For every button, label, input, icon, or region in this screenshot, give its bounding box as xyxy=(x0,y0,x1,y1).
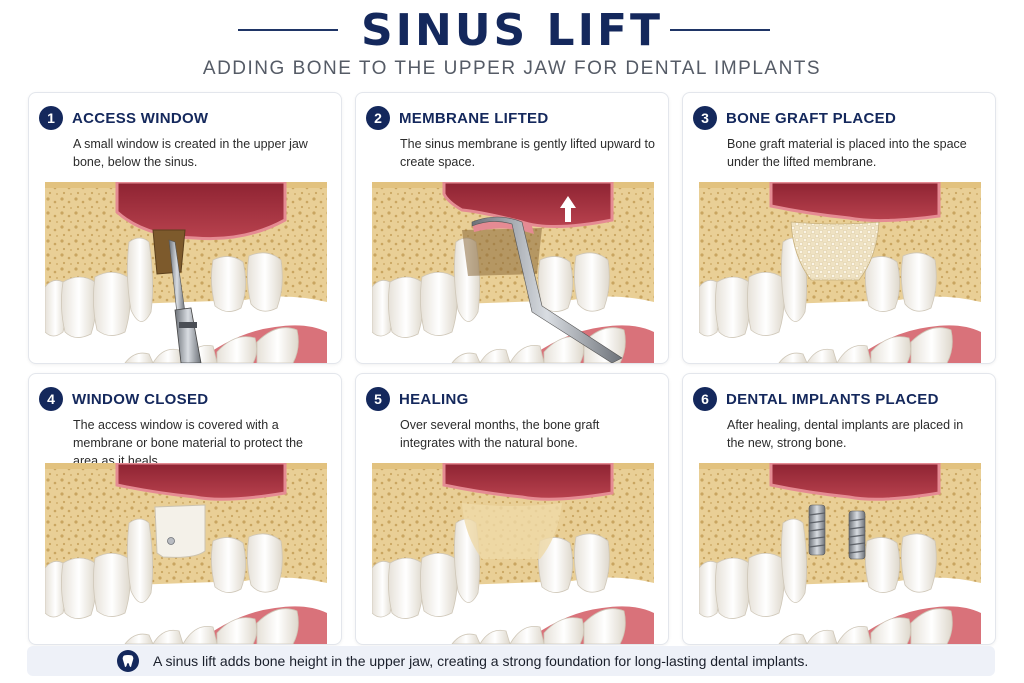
step-title: BONE GRAFT PLACED xyxy=(726,109,897,127)
bone-graft-illustration xyxy=(699,182,981,363)
step-panel-2: 2 MEMBRANE LIFTED The sinus membrane is … xyxy=(355,92,669,364)
title-divider-right xyxy=(670,29,770,31)
implants-placed-illustration xyxy=(699,463,981,644)
step-description: Over several months, the bone graft inte… xyxy=(400,418,600,450)
membrane-lifted-illustration xyxy=(372,182,654,363)
step-title: ACCESS WINDOW xyxy=(72,109,209,127)
footer-note: A sinus lift adds bone height in the upp… xyxy=(27,646,995,676)
step-title: DENTAL IMPLANTS PLACED xyxy=(726,390,939,408)
step-number-badge: 4 xyxy=(39,387,63,411)
step-panel-6: 6 DENTAL IMPLANTS PLACED After healing, … xyxy=(682,373,996,645)
step-panel-4: 4 WINDOW CLOSED The access window is cov… xyxy=(28,373,342,645)
step-number-badge: 2 xyxy=(366,106,390,130)
access-window-illustration xyxy=(45,182,327,363)
step-title: HEALING xyxy=(399,390,469,408)
title-divider-left xyxy=(238,29,338,31)
step-description: The access window is covered with a memb… xyxy=(73,418,303,468)
header: SINUS LIFT ADDING BONE TO THE UPPER JAW … xyxy=(0,0,1024,90)
arrow-up-icon xyxy=(560,196,576,222)
step-panel-5: 5 HEALING Over several months, the bone … xyxy=(355,373,669,645)
step-number-badge: 5 xyxy=(366,387,390,411)
step-number-badge: 3 xyxy=(693,106,717,130)
window-closed-illustration xyxy=(45,463,327,644)
step-number-badge: 1 xyxy=(39,106,63,130)
dental-implant-left xyxy=(808,504,826,556)
step-title: MEMBRANE LIFTED xyxy=(399,109,549,127)
step-number-badge: 6 xyxy=(693,387,717,411)
step-panel-1: 1 ACCESS WINDOW A small window is create… xyxy=(28,92,342,364)
page-title: SINUS LIFT xyxy=(360,5,664,56)
footer-text: A sinus lift adds bone height in the upp… xyxy=(153,653,809,669)
step-description: Bone graft material is placed into the s… xyxy=(727,137,967,169)
step-description: After healing, dental implants are place… xyxy=(727,418,964,450)
healing-illustration xyxy=(372,463,654,644)
step-description: A small window is created in the upper j… xyxy=(73,137,308,169)
step-description: The sinus membrane is gently lifted upwa… xyxy=(400,137,655,169)
page-subtitle: ADDING BONE TO THE UPPER JAW FOR DENTAL … xyxy=(202,58,822,79)
dental-implant-right xyxy=(848,510,866,560)
step-panel-3: 3 BONE GRAFT PLACED Bone graft material … xyxy=(682,92,996,364)
step-title: WINDOW CLOSED xyxy=(72,390,209,408)
tooth-icon xyxy=(117,650,139,672)
